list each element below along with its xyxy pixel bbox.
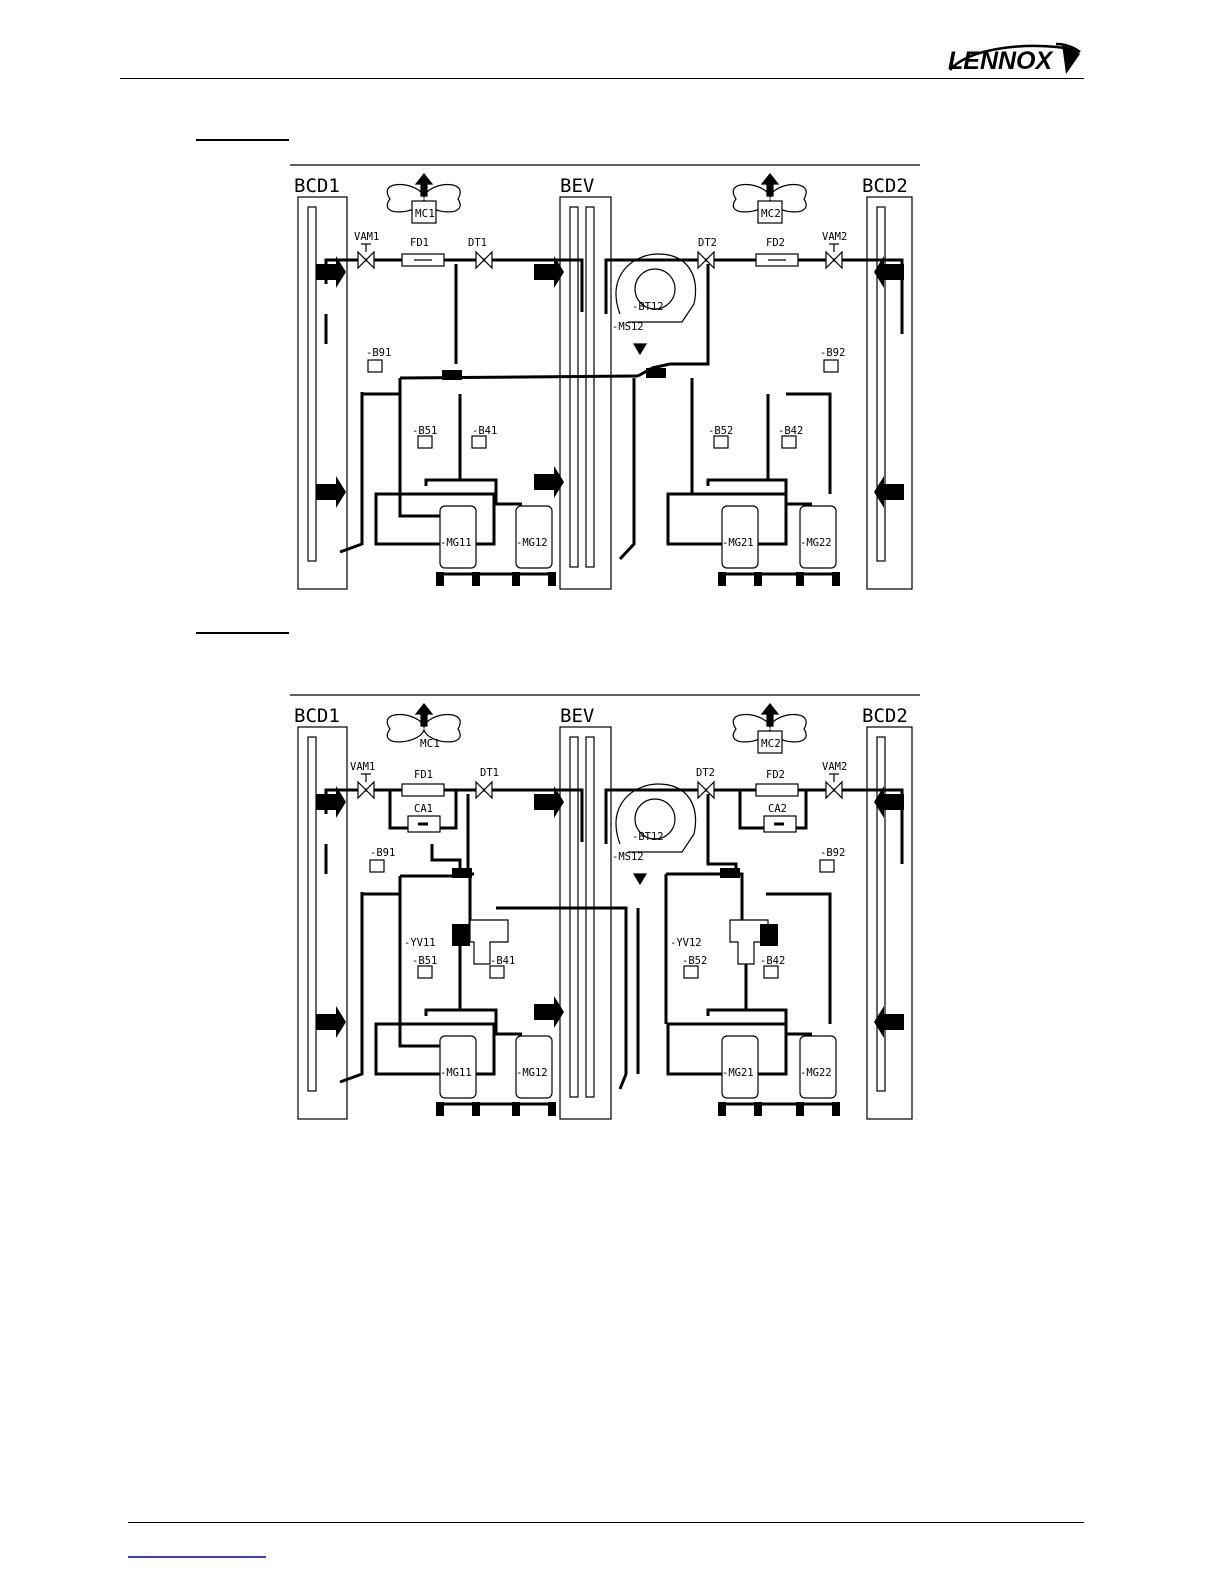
label-mg11: -MG11 — [440, 537, 472, 549]
label-b51: -B51 — [412, 425, 437, 437]
label-ms12: -MS12 — [612, 321, 644, 333]
label-vam2: VAM2 — [822, 761, 847, 773]
economizer-2 — [646, 368, 666, 378]
label-yv12: -YV12 — [670, 937, 702, 949]
section-marker-2 — [196, 632, 289, 634]
label-bev: BEV — [560, 175, 594, 197]
label-mc2: MC2 — [761, 207, 781, 220]
label-b91: -B91 — [366, 347, 391, 359]
label-vam1: VAM1 — [354, 231, 379, 243]
label-mg21: -MG21 — [722, 1067, 754, 1079]
label-bcd1: BCD1 — [294, 175, 340, 197]
label-b92: -B92 — [820, 347, 845, 359]
label-dt2: DT2 — [696, 767, 715, 779]
label-fd2: FD2 — [766, 769, 785, 781]
condenser-coil-bcd2 — [867, 727, 912, 1119]
label-b51: -B51 — [412, 955, 437, 967]
label-dt1: DT1 — [480, 767, 499, 779]
section-marker-1 — [196, 139, 289, 141]
condenser-coil-bcd1 — [298, 197, 347, 589]
label-mg11: -MG11 — [440, 1067, 472, 1079]
footer-rule — [128, 1522, 1084, 1523]
label-ca2: CA2 — [768, 803, 787, 815]
logo-text: LENNOX — [948, 47, 1054, 75]
economizer-1 — [442, 370, 462, 380]
label-mg21: -MG21 — [722, 537, 754, 549]
label-bcd1: BCD1 — [294, 705, 340, 727]
condenser-coil-bcd2 — [867, 197, 912, 589]
label-mc1: MC1 — [415, 207, 435, 220]
label-b42: -B42 — [778, 425, 803, 437]
label-yv11: -YV11 — [404, 937, 436, 949]
label-bcd2: BCD2 — [862, 705, 908, 727]
refrigerant-diagram-1: MC1 MC2 — [290, 164, 922, 594]
label-vam2: VAM2 — [822, 231, 847, 243]
label-b41: -B41 — [472, 425, 497, 437]
label-mc1: MC1 — [420, 737, 440, 750]
label-fd1: FD1 — [414, 769, 433, 781]
refrigerant-diagram-2: MC1 MC2 — [290, 694, 922, 1124]
label-b92: -B92 — [820, 847, 845, 859]
diagram-2-svg: MC1 MC2 — [290, 694, 922, 1124]
label-fd1: FD1 — [410, 237, 429, 249]
label-ms12: -MS12 — [612, 851, 644, 863]
label-dt1: DT1 — [468, 237, 487, 249]
label-mg12: -MG12 — [516, 1067, 548, 1079]
header-rule — [120, 78, 1084, 79]
label-bt12: -BT12 — [632, 831, 664, 843]
label-bt12: -BT12 — [632, 301, 664, 313]
label-fd2: FD2 — [766, 237, 785, 249]
label-mg12: -MG12 — [516, 537, 548, 549]
label-b41: -B41 — [490, 955, 515, 967]
label-bev: BEV — [560, 705, 594, 727]
diagram-1-svg: MC1 MC2 — [290, 164, 922, 594]
label-bcd2: BCD2 — [862, 175, 908, 197]
label-mc2: MC2 — [761, 737, 781, 750]
label-dt2: DT2 — [698, 237, 717, 249]
label-b52: -B52 — [708, 425, 733, 437]
label-b42: -B42 — [760, 955, 785, 967]
label-vam1: VAM1 — [350, 761, 375, 773]
footer-link-underline[interactable] — [128, 1556, 266, 1558]
label-b91: -B91 — [370, 847, 395, 859]
label-ca1: CA1 — [414, 803, 433, 815]
label-mg22: -MG22 — [800, 1067, 832, 1079]
lennox-logo: LENNOX — [944, 40, 1084, 78]
condenser-coil-bcd1 — [298, 727, 347, 1119]
label-b52: -B52 — [682, 955, 707, 967]
label-mg22: -MG22 — [800, 537, 832, 549]
